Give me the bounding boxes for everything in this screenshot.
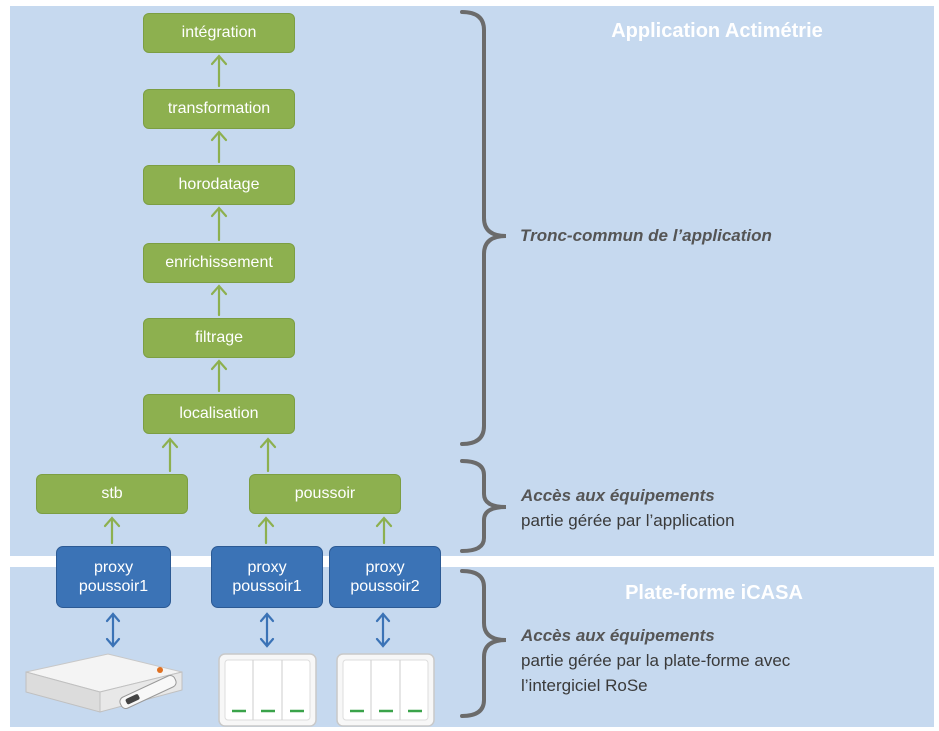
- bracket-access-application: [460, 459, 507, 553]
- annotation-access-application: Accès aux équipements partie gérée par l…: [521, 483, 735, 533]
- push-button-switch-2: [336, 653, 435, 727]
- proxy-box-3: proxy poussoir2: [329, 546, 441, 608]
- proxy-box-2: proxy poussoir1: [211, 546, 323, 608]
- platform-title: Plate-forme iCASA: [625, 582, 803, 604]
- set-top-box-device: [25, 653, 183, 713]
- stage-enrichissement: enrichissement: [143, 243, 295, 283]
- annotation-access-platform: Accès aux équipements partie gérée par l…: [521, 623, 790, 698]
- proxy-2-line1: proxy: [247, 559, 287, 576]
- arrow-enrichissement-to-horodatage: [210, 206, 228, 242]
- proxy-1-line2: poussoir1: [78, 578, 149, 595]
- double-arrow-device-3: [375, 612, 391, 648]
- access-platform-desc-line1: partie gérée par la plate-forme avec: [521, 651, 791, 670]
- stage-localisation: localisation: [143, 394, 295, 434]
- double-arrow-device-2: [259, 612, 275, 648]
- push-button-switch-1: [218, 653, 317, 727]
- proxy-2-line2: poussoir1: [232, 578, 302, 595]
- arrow-proxy2-to-poussoir: [257, 516, 275, 545]
- tronc-commun-label: Tronc-commun de l’application: [520, 226, 772, 245]
- arrow-poussoir-to-localisation: [259, 437, 277, 473]
- proxy-3-line2: poussoir2: [350, 578, 420, 595]
- double-arrow-device-1: [105, 612, 121, 648]
- poussoir-box: poussoir: [249, 474, 401, 514]
- arrow-horodatage-to-transformation: [210, 130, 228, 164]
- proxy-box-1: proxy poussoir1: [56, 546, 171, 608]
- arrow-proxy3-to-poussoir: [375, 516, 393, 545]
- bracket-tronc-commun: [460, 10, 507, 446]
- access-platform-desc-line2: l’intergiciel RoSe: [521, 676, 648, 695]
- stage-integration: intégration: [143, 13, 295, 53]
- access-app-desc: partie gérée par l’application: [521, 511, 735, 530]
- arrow-proxy1-to-stb: [103, 516, 121, 545]
- application-title: Application Actimétrie: [611, 20, 823, 42]
- arrow-filtrage-to-enrichissement: [210, 284, 228, 317]
- stage-filtrage: filtrage: [143, 318, 295, 358]
- arrow-stb-to-localisation: [161, 437, 179, 473]
- stage-transformation: transformation: [143, 89, 295, 129]
- proxy-1-line1: proxy: [93, 559, 134, 576]
- arrow-transformation-to-integration: [210, 54, 228, 88]
- arrow-localisation-to-filtrage: [210, 359, 228, 393]
- bracket-access-platform: [460, 569, 507, 718]
- access-app-title: Accès aux équipements: [521, 486, 715, 505]
- proxy-3-line1: proxy: [365, 559, 405, 576]
- access-platform-title: Accès aux équipements: [521, 626, 715, 645]
- annotation-tronc-commun: Tronc-commun de l’application: [520, 223, 772, 248]
- stb-box: stb: [36, 474, 188, 514]
- stage-horodatage: horodatage: [143, 165, 295, 205]
